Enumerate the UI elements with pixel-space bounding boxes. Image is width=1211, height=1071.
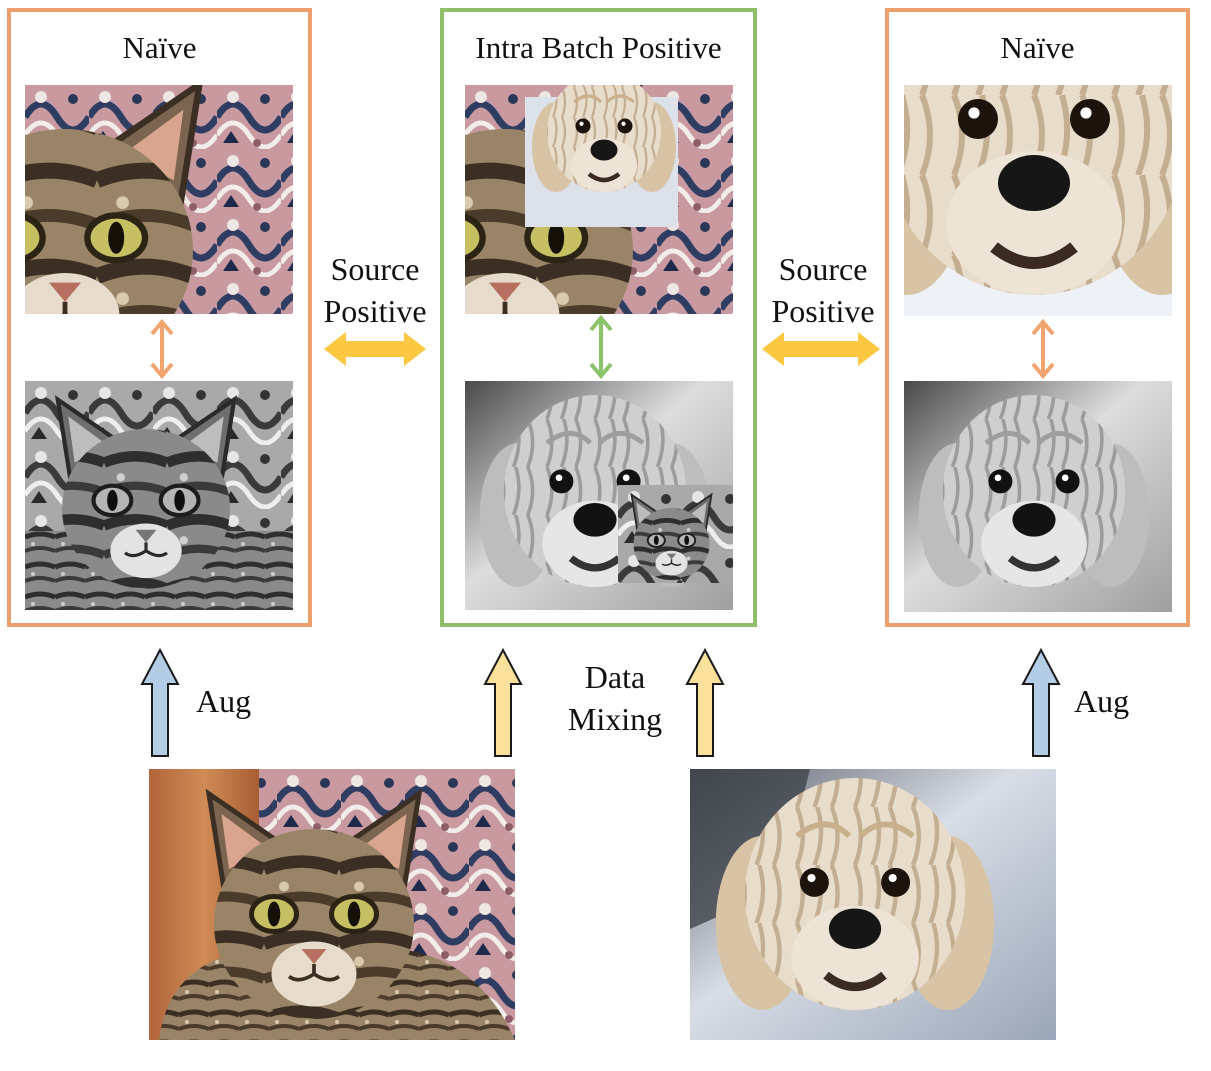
mix-arrow-right [685,648,725,758]
mix-arrow-left [483,648,523,758]
source-positive-arrow-left [324,330,426,368]
aug-label-left: Aug [196,680,286,722]
aug-label-right: Aug [1074,680,1164,722]
pair-arrow-center [586,316,616,378]
positive-label-line2: Positive [756,290,890,332]
image-dog-grayscale-with-cat-patch [465,381,733,610]
image-source-cat [149,769,515,1040]
image-source-dog [690,769,1056,1040]
data-mixing-label: Data Mixing [540,656,690,740]
panel-title-center: Intra Batch Positive [444,30,753,66]
aug-arrow-right [1021,648,1061,758]
image-dog-grayscale [904,381,1172,612]
source-positive-label-left: Source Positive [308,248,442,332]
pair-arrow-left [147,320,177,378]
image-cat-color-crop [25,85,293,314]
panel-title-right: Naïve [889,30,1186,66]
mixing-label-line2: Mixing [540,698,690,740]
source-label-line1: Source [308,248,442,290]
image-cat-grayscale [25,381,293,610]
pair-arrow-right [1028,320,1058,378]
image-cat-color-with-dog-patch [465,85,733,314]
image-dog-color-crop [904,85,1172,316]
positive-label-line2: Positive [308,290,442,332]
aug-arrow-left [140,648,180,758]
data-label-line1: Data [540,656,690,698]
panel-title-left: Naïve [11,30,308,66]
source-positive-arrow-right [762,330,880,368]
source-positive-label-right: Source Positive [756,248,890,332]
source-label-line1: Source [756,248,890,290]
